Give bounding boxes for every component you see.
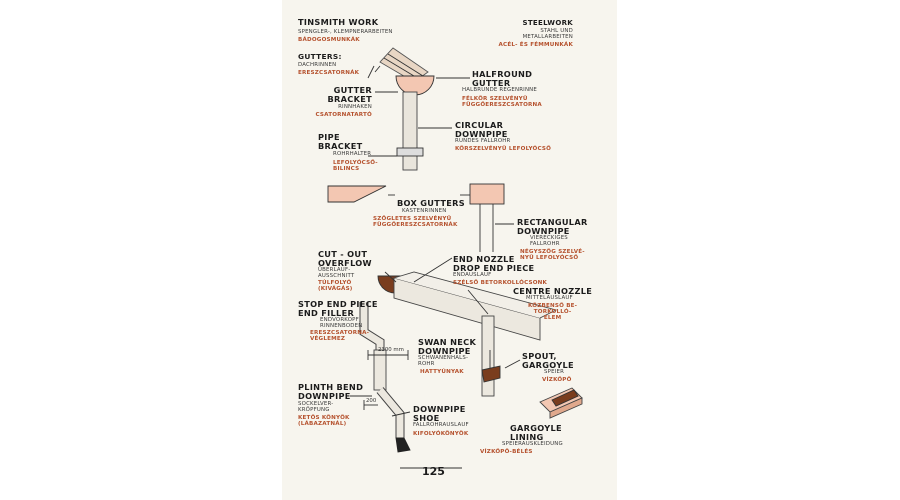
label-swan-neck-hu: HATTYÚNYAK	[420, 369, 464, 375]
book-page	[282, 0, 617, 500]
label-gargoyle-lining-en: GARGOYLE LINING	[510, 423, 562, 442]
label-overflow-hu: TÚLFOLYÓ (KIVÁGÁS)	[318, 280, 353, 292]
label-pipe-bracket-en: PIPE BRACKET	[318, 132, 363, 151]
label-gutters-de: DACHRINNEN	[298, 62, 337, 68]
label-spout-hu: VÍZKÖPŐ	[542, 377, 572, 383]
label-stop-end-en: STOP END PIECE END FILLER	[298, 299, 378, 318]
eaves-gutter	[393, 271, 558, 341]
label-box-gutters-en: BOX GUTTERS	[397, 198, 465, 208]
header-left-hu: BÁDOGOSMUNKÁK	[298, 37, 360, 43]
circular-downpipe	[396, 91, 424, 171]
roof-sheet	[367, 47, 429, 83]
box-gutter-left	[327, 185, 387, 203]
label-circular-hu: KÖRSZELVÉNYŰ LEFOLYÓCSŐ	[455, 146, 552, 152]
label-shoe-de: FALLROHRAUSLAUF	[413, 422, 469, 428]
label-spout-en: SPOUT, GARGOYLE	[522, 351, 574, 370]
label-shoe-en: DOWNPIPE SHOE	[413, 404, 466, 423]
label-rect-downpipe-hu: NÉGYSZÖG SZELVÉ- NYŰ LEFOLYÓCSŐ	[520, 249, 585, 261]
label-gutter-bracket-en: GUTTER BRACKET	[327, 85, 372, 104]
label-centre-nozzle-en: CENTRE NOZZLE	[513, 286, 593, 296]
label-end-nozzle-de: ENDAUSLAUF	[453, 272, 492, 278]
label-box-gutters-de: KASTENRINNEN	[402, 208, 447, 214]
label-halfround-en: HALFROUND GUTTER	[472, 69, 533, 88]
header-right-hu: ACÉL- ÉS FÉMMUNKÁK	[498, 42, 573, 48]
label-end-nozzle-hu: SZÉLSŐ BETORKOLLÓCSONK	[453, 280, 548, 286]
label-stop-end-de: ENDVORKOPF, RINNENBODEN	[320, 317, 363, 329]
spout-gargoyle	[481, 350, 501, 383]
label-pipe-bracket-hu: LEFOLYÓCSŐ- BILINCS	[333, 160, 378, 172]
box-gutter-right	[469, 183, 505, 205]
label-gargoyle-lining-hu: VÍZKÖPŐ-BÉLÉS	[480, 449, 533, 455]
label-centre-nozzle-de: MITTELAUSLAUF	[526, 295, 573, 301]
label-plinth-hu: KETŐS KÖNYÖK (LÁBAZATNÁL)	[298, 415, 350, 427]
header-left-de: SPENGLER-, KLEMPNERARBEITEN	[298, 29, 393, 35]
label-overflow-en: CUT - OUT OVERFLOW	[318, 249, 372, 268]
label-spout-de: SPEIER	[544, 369, 565, 375]
header-right-de: STAHL UND METALLARBEITEN	[522, 28, 573, 40]
label-end-nozzle-en: END NOZZLE DROP END PIECE	[453, 254, 535, 273]
label-gargoyle-lining-de: SPEIERAUSKLEIDUNG	[502, 441, 563, 447]
label-shoe-hu: KIFOLYÓKÖNYÖK	[413, 431, 469, 437]
label-circular-de: RUNDES FALLROHR	[455, 138, 511, 144]
label-gutters-en: GUTTERS:	[298, 52, 342, 61]
label-plinth-de: SOCKELVER- KRÖPFUNG	[298, 401, 334, 413]
label-plinth-en: PLINTH BEND DOWNPIPE	[298, 382, 364, 401]
plinth-downpipe	[373, 349, 411, 453]
label-centre-nozzle-hu: KÖZBENSŐ BE- TORKOLLÓ- ELEM	[528, 303, 578, 321]
page-number: 125	[422, 465, 445, 478]
label-circular-en: CIRCULAR DOWNPIPE	[455, 120, 508, 139]
label-gutter-bracket-de: RINNHAKEN	[338, 104, 372, 110]
gargoyle-lining	[539, 387, 583, 419]
label-box-gutters-hu: SZÖGLETES SZELVÉNYŰ FÜGGŐERESZCSATORNÁK	[373, 216, 458, 228]
dimension-swan: 2300 mm	[378, 347, 404, 353]
label-stop-end-hu: ERESZCSATORNA- VÉGLEMEZ	[310, 330, 370, 342]
header-right-en: STEELWORK	[522, 19, 573, 27]
label-swan-neck-de: SCHWANENHALS- ROHR	[418, 355, 469, 367]
label-swan-neck-en: SWAN NECK DOWNPIPE	[418, 337, 477, 356]
label-rect-downpipe-en: RECTANGULAR DOWNPIPE	[517, 217, 588, 236]
label-pipe-bracket-de: ROHRHALTER	[333, 151, 372, 157]
header-left-en: TINSMITH WORK	[298, 17, 379, 27]
label-gutter-bracket-hu: CSATORNATARTÓ	[315, 112, 372, 118]
dimension-plinth: 200	[366, 398, 377, 404]
label-halfround-de: HALBRUNDE REGENRINNE	[462, 87, 538, 93]
label-halfround-hu: FÉLKÖR SZELVÉNYŰ FÜGGŐERESZCSATORNA	[462, 96, 542, 108]
label-overflow-de: ÜBERLAUF- AUSSCHNITT	[318, 267, 355, 279]
label-rect-downpipe-de: VIERECKIGES FALLROHR	[530, 235, 568, 247]
label-gutters-hu: ERESZCSATORNÁK	[298, 70, 360, 76]
